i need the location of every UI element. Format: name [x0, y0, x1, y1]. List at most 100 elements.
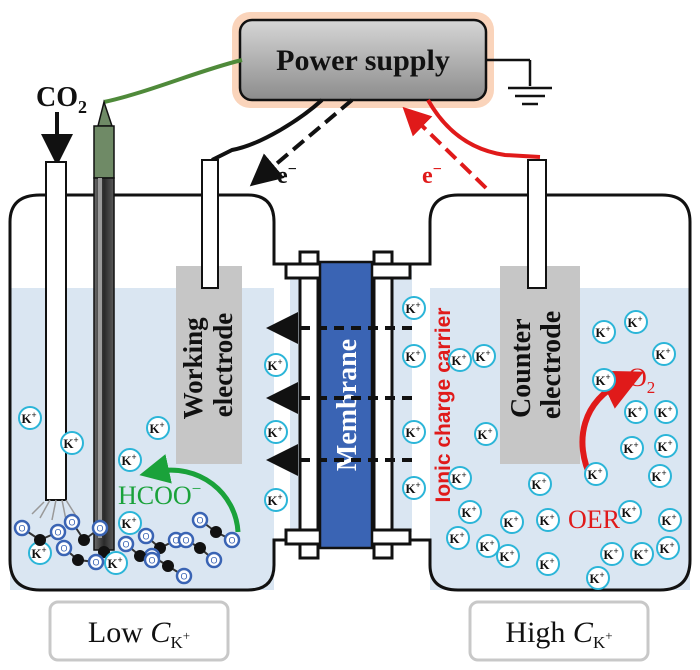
oxygen-atom-label: O: [228, 536, 235, 546]
svg-text:K+: K+: [405, 348, 420, 364]
svg-text:K+: K+: [451, 352, 466, 368]
svg-text:K+: K+: [267, 424, 282, 440]
svg-text:K+: K+: [623, 440, 638, 456]
oxygen-atom: [223, 531, 241, 549]
membrane-label: Membrane: [332, 339, 363, 471]
potassium-ion: K+: [264, 488, 288, 512]
oxygen-atom: [117, 535, 135, 553]
carbon-atom: [34, 534, 46, 546]
counter-electrode-label: Counter electrode: [506, 311, 567, 419]
potassium-ion: K+: [264, 420, 288, 444]
oer-label: OER: [568, 505, 621, 534]
co2-molecule: OO: [63, 513, 109, 546]
co2-molecule: OO: [177, 531, 223, 569]
carbon-atom: [72, 554, 84, 566]
potassium-ion: K+: [500, 510, 524, 534]
oxygen-atom-label: O: [92, 558, 99, 568]
potassium-ion: K+: [630, 542, 654, 566]
potassium-ion: K+: [448, 466, 472, 490]
electron-arrow-right: [402, 106, 488, 190]
svg-text:K+: K+: [121, 452, 136, 468]
oxygen-atom: [91, 519, 109, 537]
potassium-ion: K+: [652, 342, 676, 366]
low-concentration-label: Low CK+: [88, 616, 190, 652]
potassium-ion: K+: [536, 552, 560, 576]
reference-electrode: [93, 99, 115, 558]
potassium-ion: K+: [592, 320, 616, 344]
potassium-ion: K+: [118, 448, 142, 472]
svg-text:K+: K+: [595, 372, 610, 388]
oxygen-atom-label: O: [68, 518, 75, 528]
svg-text:K+: K+: [267, 357, 282, 373]
oxygen-atom: [87, 553, 105, 571]
svg-text:K+: K+: [621, 504, 636, 520]
oxygen-atom: [49, 523, 67, 541]
co2-molecule: OO: [55, 539, 105, 571]
potassium-ion: K+: [458, 500, 482, 524]
carbon-atom: [210, 526, 222, 538]
potassium-ion: K+: [264, 353, 288, 377]
membrane-assembly: Membrane: [284, 250, 412, 560]
oxygen-atom: [13, 519, 31, 537]
potassium-ion: K+: [620, 436, 644, 460]
oxygen-atom-label: O: [122, 540, 129, 550]
potassium-ion: K+: [600, 542, 624, 566]
potassium-ion: K+: [658, 508, 682, 532]
svg-text:K+: K+: [655, 346, 670, 362]
oxygen-atom: [55, 539, 73, 557]
low-concentration-box: Low CK+: [48, 600, 230, 662]
high-concentration-box: High CK+: [468, 600, 650, 662]
carbon-atom: [194, 542, 206, 554]
svg-text:K+: K+: [587, 466, 602, 482]
svg-text:K+: K+: [627, 404, 642, 420]
potassium-ion: K+: [618, 500, 642, 524]
potassium-ion: K+: [654, 434, 678, 458]
svg-text:K+: K+: [539, 512, 554, 528]
svg-text:K+: K+: [539, 556, 554, 572]
potassium-ion: K+: [446, 526, 470, 550]
carbon-atom: [134, 550, 146, 562]
svg-text:K+: K+: [657, 438, 672, 454]
svg-text:K+: K+: [107, 555, 122, 571]
high-concentration-label: High CK+: [505, 616, 612, 652]
right-cell-wall: [400, 193, 692, 592]
oxygen-atom: [177, 531, 195, 549]
counter-electrode: Counter electrode: [500, 159, 580, 464]
frame-post-left: [298, 250, 320, 560]
svg-text:K+: K+: [477, 426, 492, 442]
potassium-ion: K+: [656, 536, 680, 560]
electron-left-label: e−: [277, 161, 297, 189]
svg-text:K+: K+: [659, 540, 674, 556]
potassium-ion: K+: [584, 462, 608, 486]
potassium-ion: K+: [402, 420, 426, 444]
left-cell-wall: [8, 193, 300, 592]
svg-text:K+: K+: [633, 546, 648, 562]
oxygen-atom: [175, 567, 193, 585]
oxygen-atom-label: O: [142, 532, 149, 542]
potassium-ion: K+: [402, 344, 426, 368]
formate-label: HCOO−: [118, 479, 201, 510]
oxygen-atom-label: O: [60, 544, 67, 554]
potassium-ion: K+: [104, 551, 128, 575]
frame-post-right: [372, 250, 394, 560]
co2-label: CO2: [36, 82, 87, 117]
svg-text:K+: K+: [461, 504, 476, 520]
carbon-atom: [78, 534, 90, 546]
potassium-ion: K+: [528, 472, 552, 496]
ion-flow-arrows: [266, 312, 412, 476]
formate-arrow: [139, 454, 241, 533]
carbon-atom: [162, 560, 174, 572]
gas-bubbles: [31, 499, 77, 521]
oxygen-atom-label: O: [182, 536, 189, 546]
svg-text:K+: K+: [503, 514, 518, 530]
oxygen-atom-label: O: [54, 528, 61, 538]
oxygen-atom-label: O: [96, 524, 103, 534]
potassium-ion: K+: [18, 406, 42, 430]
potassium-ion: K+: [476, 534, 500, 558]
potassium-ion: K+: [402, 296, 426, 320]
membrane: [318, 260, 374, 550]
oxygen-atom: [191, 511, 209, 529]
co2-molecule: OO: [191, 511, 241, 549]
potassium-ion: K+: [648, 464, 672, 488]
